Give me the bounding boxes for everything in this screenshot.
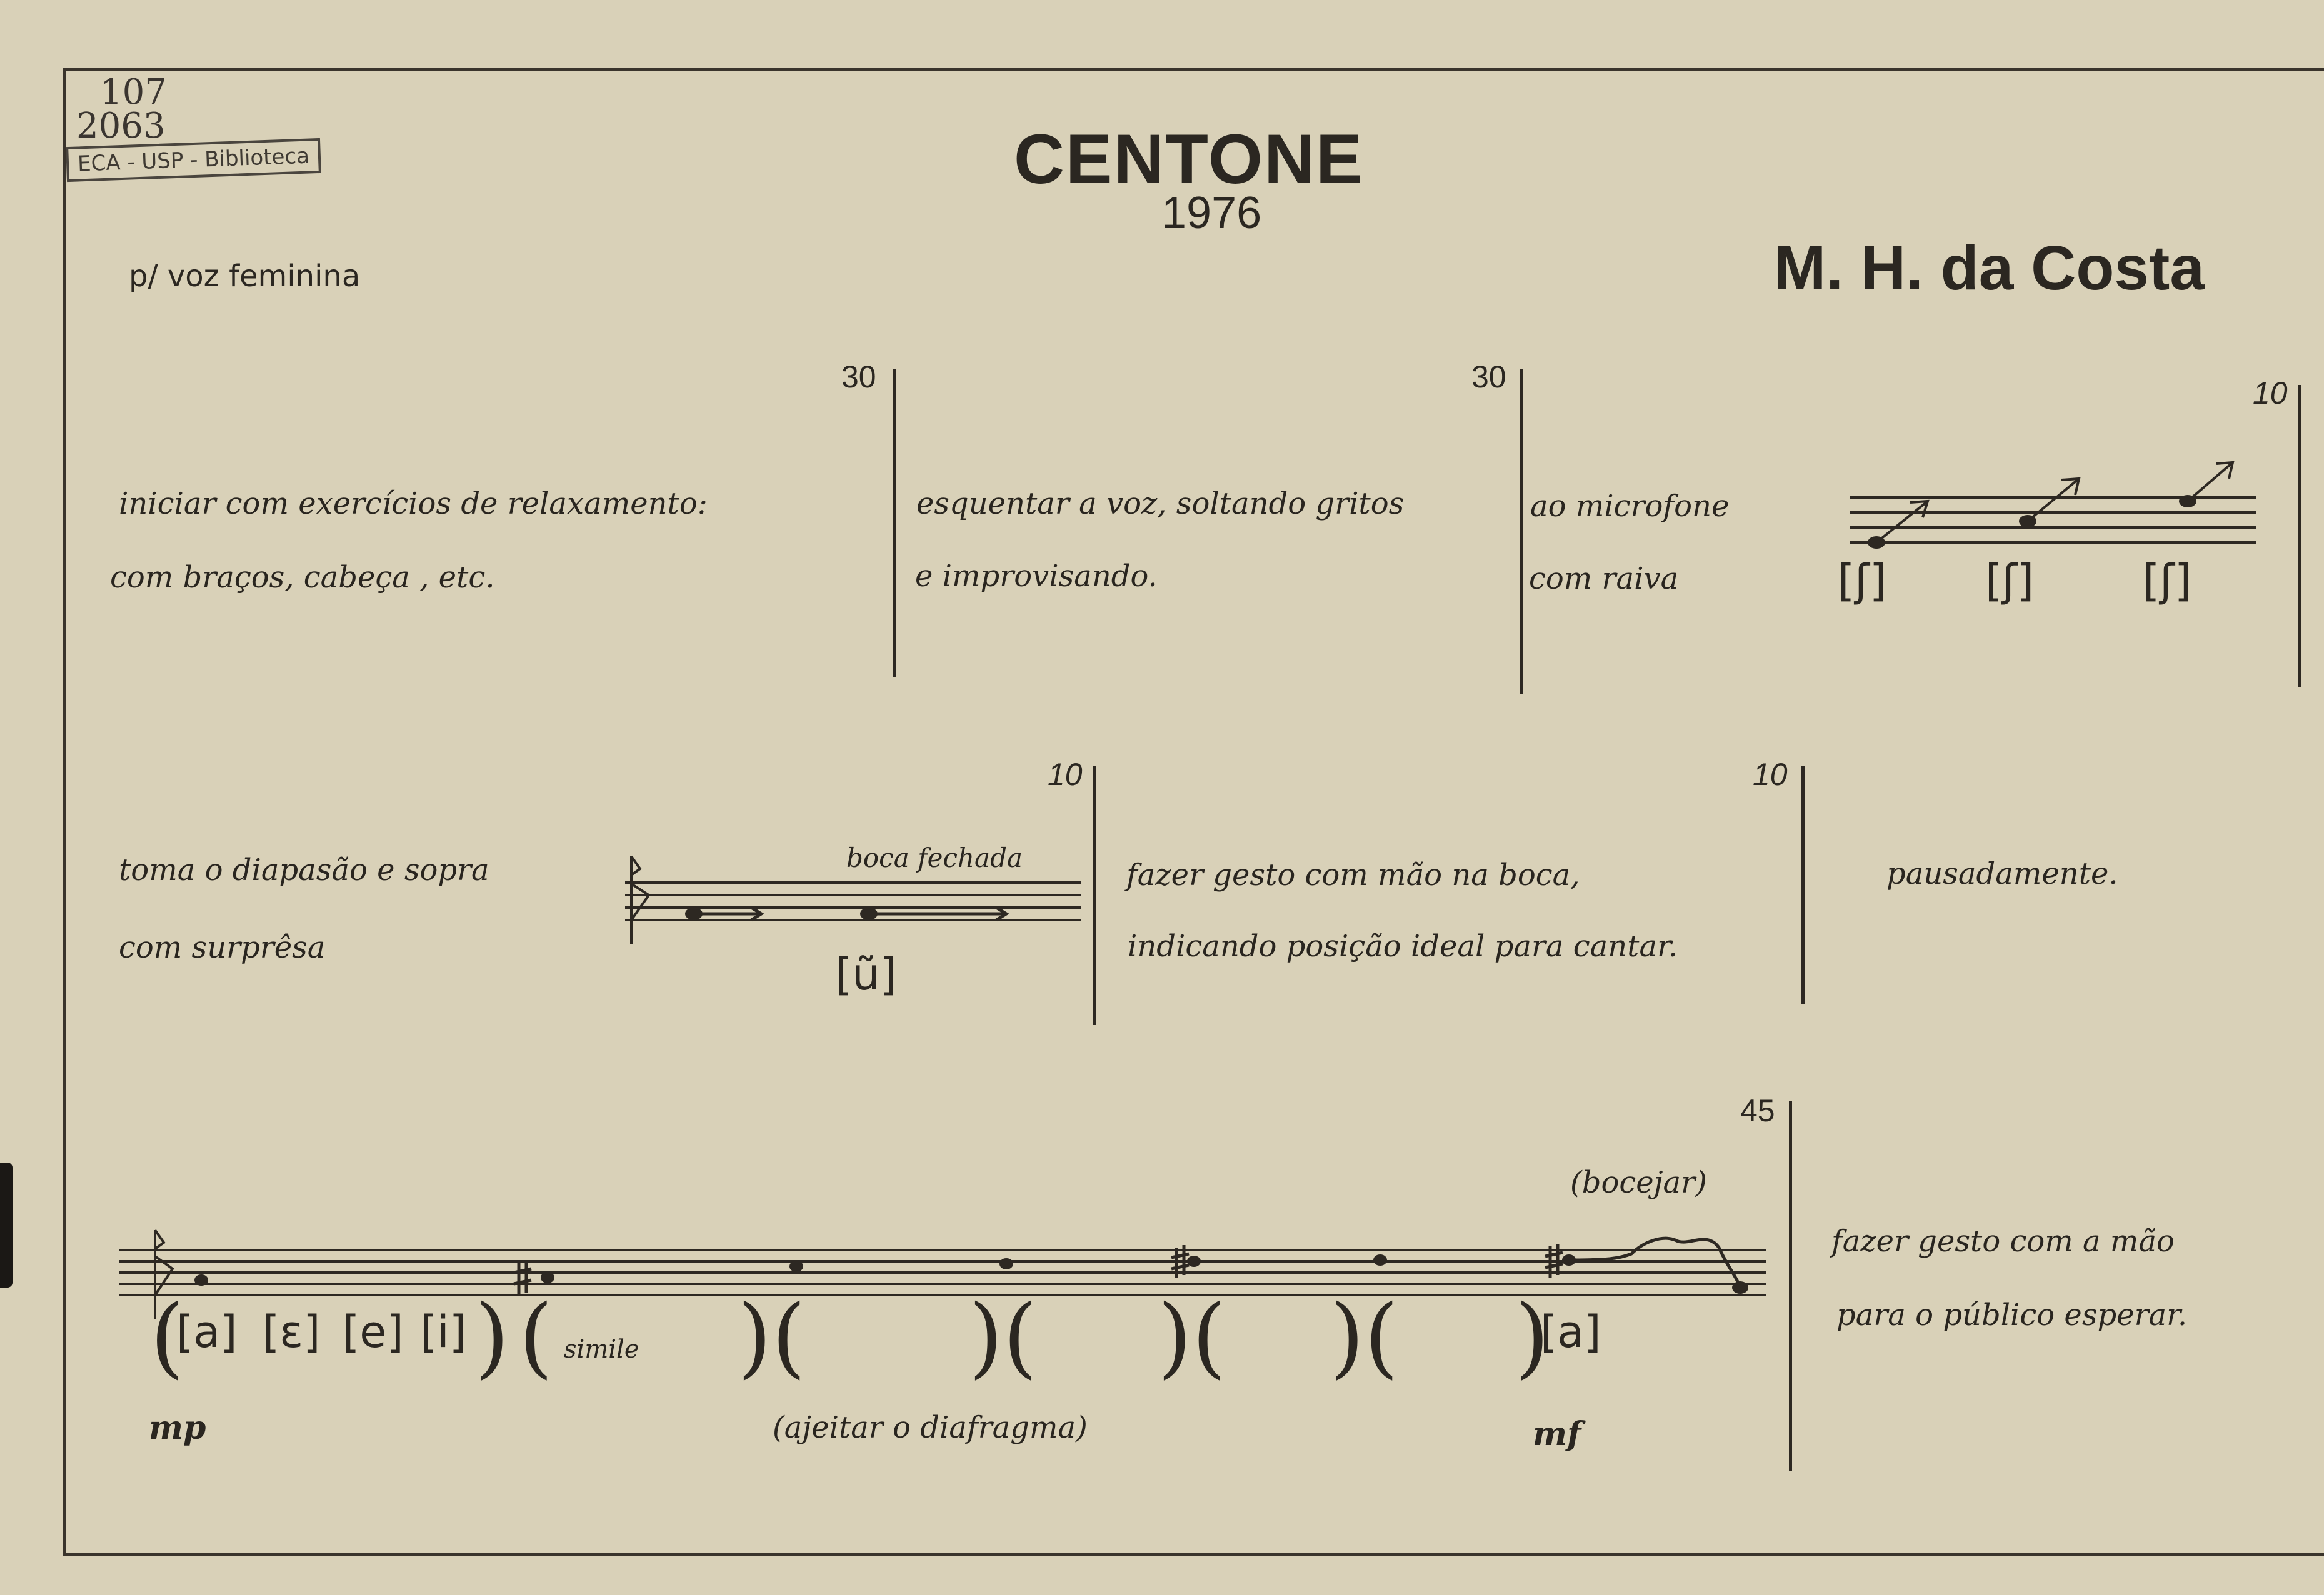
bocejar-annotation: (bocejar) [1570,1165,1707,1200]
composer-name: M. H. da Costa [1774,233,2205,303]
instruction-text: pausadamente. [1886,856,2118,891]
section-barline [893,369,896,678]
instruction-text: ao microfone [1530,489,1730,524]
section-barline [2298,385,2301,688]
close-paren: ) [1515,1286,1550,1388]
page-frame [63,68,2324,1556]
section-barline [1801,766,1805,1004]
duration-s2-2: 10 [1753,757,1788,792]
phonetic-syllable: [a] [1540,1306,1601,1358]
paren-pair: )( [1158,1286,1226,1388]
instruction-text: com surprêsa [119,930,326,965]
instruction-text: com raiva [1529,561,1679,596]
piece-title: CENTONE [1014,120,1364,198]
simile-marking: simile [564,1335,639,1364]
phonetic-syllable: [ũ] [835,949,897,1000]
section-barline [1789,1101,1792,1471]
note-head [541,1272,554,1283]
note-head [1187,1256,1201,1267]
section-barline [1093,766,1096,1025]
archive-number-top: 107 [100,72,167,112]
duration-s2-1: 10 [1048,757,1083,792]
instruction-text: fazer gesto com mão na boca, [1126,858,1580,892]
phonetic-syllable: [ʃ] [1838,555,1887,606]
staff-label: boca fechada [846,842,1023,873]
phonetic-syllable: [e] [343,1306,404,1358]
instrumentation: p/ voz feminina [129,259,361,294]
instruction-text: iniciar com exercícios de relaxamento: [119,486,708,521]
note-head [999,1258,1013,1269]
note-head [789,1261,803,1272]
note-head [1373,1254,1387,1266]
staff-system1-microfone [1850,461,2256,549]
phonetic-syllable: [a] [176,1306,238,1358]
instruction-text: para o público esperar. [1836,1298,2188,1332]
phonetic-syllable: [ɛ] [263,1306,321,1358]
duration-s3-1: 45 [1740,1093,1775,1128]
phonetic-syllable: [i] [420,1306,467,1358]
dynamic-mp: mp [149,1409,206,1447]
open-paren: ( [519,1286,553,1388]
phonetic-syllable: [ʃ] [2143,555,2192,606]
duration-s1-3: 10 [2253,376,2288,411]
paren-pair: )( [1330,1286,1399,1388]
paren-pair: )( [738,1286,806,1388]
open-paren: ( [150,1286,184,1388]
dynamic-mf: mf [1533,1415,1581,1453]
diaphragm-annotation: (ajeitar o diafragma) [773,1410,1088,1445]
close-paren: ) [475,1286,509,1388]
staff-system3-vogais [119,1229,1766,1319]
phonetic-syllable: [ʃ] [1985,555,2035,606]
duration-s1-1: 30 [841,359,876,394]
instruction-text: com braços, cabeça , etc. [110,560,495,595]
duration-s1-2: 30 [1471,359,1506,394]
instruction-text: indicando posição ideal para cantar. [1128,929,1678,964]
instruction-text: fazer gesto com a mão [1831,1224,2175,1259]
instruction-text: esquentar a voz, soltando gritos [916,486,1405,521]
binding-hole [0,1162,13,1288]
paren-pair: )( [969,1286,1038,1388]
note-head [194,1274,208,1286]
instruction-text: toma o diapasão e sopra [119,852,489,888]
archive-number-bottom: 2063 [76,106,166,146]
section-barline [1520,369,1523,694]
staff-system2-diapasao [625,855,1081,944]
instruction-text: e improvisando. [915,559,1158,594]
piece-year: 1976 [1161,188,1262,238]
